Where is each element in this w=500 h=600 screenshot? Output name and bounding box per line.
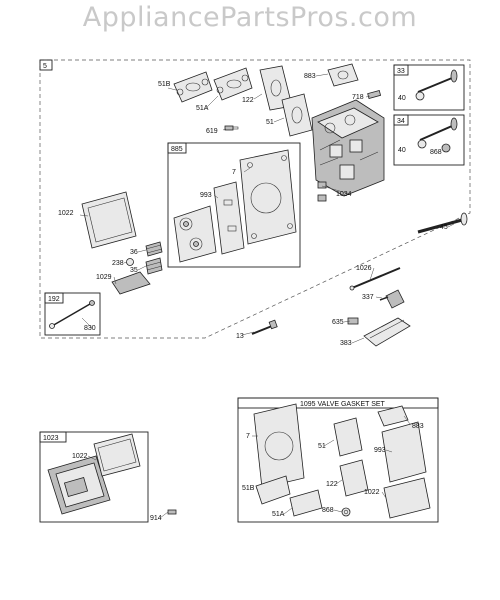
label-1022: 1022 bbox=[58, 210, 74, 217]
head-gasket-7[interactable] bbox=[239, 149, 297, 245]
kit-plate-993[interactable] bbox=[381, 421, 427, 483]
kit-plate-122[interactable] bbox=[339, 459, 369, 497]
box-1095-tag bbox=[237, 397, 439, 409]
label-kit-51: 51 bbox=[318, 443, 326, 450]
label-122: 122 bbox=[242, 97, 254, 104]
label-kit-883: 883 bbox=[412, 423, 424, 430]
kit-gasket-51a[interactable] bbox=[289, 489, 323, 517]
label-36: 36 bbox=[130, 249, 138, 256]
label-868: 868 bbox=[430, 149, 442, 156]
kit-head-gasket-7[interactable] bbox=[253, 403, 305, 489]
main-box-label: 5 bbox=[43, 63, 47, 70]
gasket-51a[interactable] bbox=[213, 67, 253, 101]
label-35: 35 bbox=[130, 267, 138, 274]
kit-gasket-51b[interactable] bbox=[255, 475, 291, 505]
label-7: 7 bbox=[232, 169, 236, 176]
box-34-label: 34 bbox=[397, 118, 405, 125]
label-619: 619 bbox=[206, 128, 218, 135]
pin-718[interactable] bbox=[367, 90, 382, 99]
box-1023 bbox=[39, 431, 149, 523]
box-192 bbox=[44, 292, 101, 336]
label-kit-122: 122 bbox=[326, 481, 338, 488]
valve-exhaust[interactable] bbox=[415, 69, 458, 101]
kit-gasket-51[interactable] bbox=[333, 417, 363, 457]
rocker-cover-gasket-1022[interactable] bbox=[81, 191, 137, 249]
label-kit-51a: 51A bbox=[272, 511, 285, 518]
label-kit-7: 7 bbox=[246, 433, 250, 440]
spark-plug-337[interactable] bbox=[379, 289, 405, 309]
label-1034: 1034 bbox=[336, 191, 352, 198]
box-33 bbox=[393, 64, 465, 111]
label-kit-868: 868 bbox=[322, 507, 334, 514]
box-885 bbox=[167, 142, 301, 268]
label-13: 13 bbox=[236, 333, 244, 340]
gasket-883[interactable] bbox=[327, 63, 359, 87]
screw-914[interactable] bbox=[167, 509, 177, 515]
kit-gasket-1022[interactable] bbox=[383, 477, 431, 519]
rocker-arm-1029[interactable] bbox=[111, 271, 151, 295]
valve-intake[interactable] bbox=[417, 117, 458, 153]
kit-gasket-883[interactable] bbox=[377, 405, 409, 427]
box-1095-label: 1095 VALVE GASKET SET bbox=[300, 401, 386, 408]
screw-13[interactable] bbox=[251, 319, 278, 335]
box-192-label: 192 bbox=[48, 296, 60, 303]
part-1034[interactable] bbox=[317, 181, 327, 202]
label-383: 383 bbox=[340, 340, 352, 347]
part-238[interactable] bbox=[126, 258, 134, 266]
pushrod-45[interactable] bbox=[417, 212, 468, 234]
label-51: 51 bbox=[266, 119, 274, 126]
label-914: 914 bbox=[150, 515, 162, 522]
box-192-tag bbox=[44, 292, 64, 304]
label-1022-cover-box: 1022 bbox=[72, 453, 88, 460]
site-watermark: AppliancePartsPros.com bbox=[82, 2, 418, 33]
label-718: 718 bbox=[352, 94, 364, 101]
box-33-label: 33 bbox=[397, 68, 405, 75]
label-40-top: 40 bbox=[398, 95, 406, 102]
box-34-tag bbox=[393, 114, 409, 126]
breather-830[interactable] bbox=[49, 300, 95, 329]
label-830: 830 bbox=[84, 325, 96, 332]
cylinder-head[interactable] bbox=[311, 99, 385, 197]
main-box-tag bbox=[39, 59, 53, 71]
part-383[interactable] bbox=[363, 317, 411, 347]
label-1029: 1029 bbox=[96, 274, 112, 281]
box-1023-label: 1023 bbox=[43, 435, 59, 442]
box-1023-tag bbox=[39, 431, 67, 443]
label-kit-993: 993 bbox=[374, 447, 386, 454]
plate-993[interactable] bbox=[213, 181, 245, 255]
screw-619[interactable] bbox=[224, 125, 239, 131]
rod-1026[interactable] bbox=[349, 267, 401, 291]
label-993: 993 bbox=[200, 192, 212, 199]
label-51a: 51A bbox=[196, 105, 209, 112]
gasket-1022b[interactable] bbox=[93, 433, 141, 477]
label-1026: 1026 bbox=[356, 265, 372, 272]
main-region-outline bbox=[39, 59, 471, 339]
valve-plate-885[interactable] bbox=[173, 205, 217, 263]
label-238: 238 bbox=[112, 260, 124, 267]
box-885-label: 885 bbox=[171, 146, 183, 153]
box-34 bbox=[393, 114, 465, 166]
gasket-51[interactable] bbox=[281, 93, 313, 137]
rocker-cover-1023[interactable] bbox=[47, 455, 111, 515]
part-635[interactable] bbox=[347, 317, 359, 325]
spring-36[interactable] bbox=[145, 241, 163, 257]
label-40-bottom: 40 bbox=[398, 147, 406, 154]
kit-seal-868[interactable] bbox=[341, 507, 351, 517]
box-33-tag bbox=[393, 64, 409, 76]
label-635: 635 bbox=[332, 319, 344, 326]
gasket-51b[interactable] bbox=[173, 71, 213, 103]
spring-35[interactable] bbox=[145, 257, 163, 275]
label-883: 883 bbox=[304, 73, 316, 80]
box-885-tag bbox=[167, 142, 187, 154]
label-337: 337 bbox=[362, 294, 374, 301]
label-45: 45 bbox=[440, 224, 448, 231]
label-kit-51b: 51B bbox=[242, 485, 255, 492]
label-kit-1022: 1022 bbox=[364, 489, 380, 496]
label-51b: 51B bbox=[158, 81, 171, 88]
